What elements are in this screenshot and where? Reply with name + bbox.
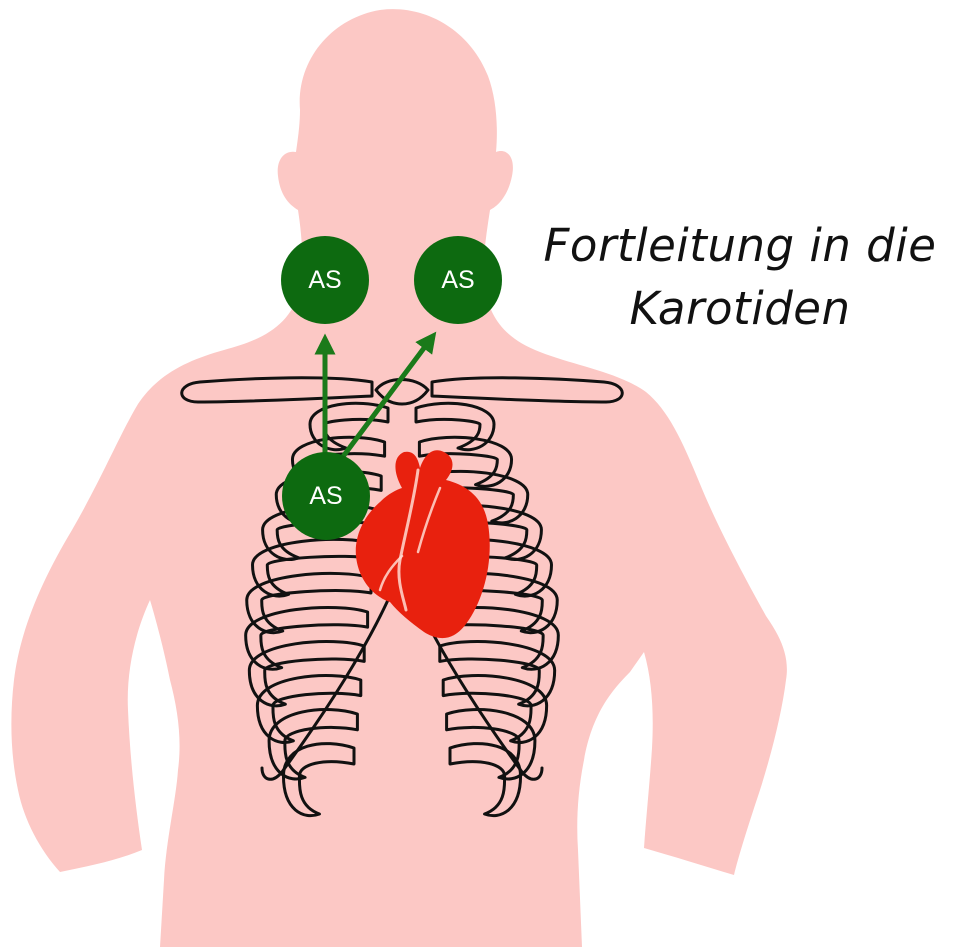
caption-line-2: Karotiden bbox=[520, 277, 955, 340]
node-origin: AS bbox=[282, 452, 370, 540]
caption: Fortleitung in die Karotiden bbox=[520, 214, 955, 340]
caption-line-1: Fortleitung in die bbox=[520, 214, 955, 277]
node-left-carotid: AS bbox=[281, 236, 369, 324]
node-right-carotid: AS bbox=[414, 236, 502, 324]
node-label: AS bbox=[308, 266, 341, 294]
node-label: AS bbox=[309, 482, 342, 510]
node-label: AS bbox=[441, 266, 474, 294]
